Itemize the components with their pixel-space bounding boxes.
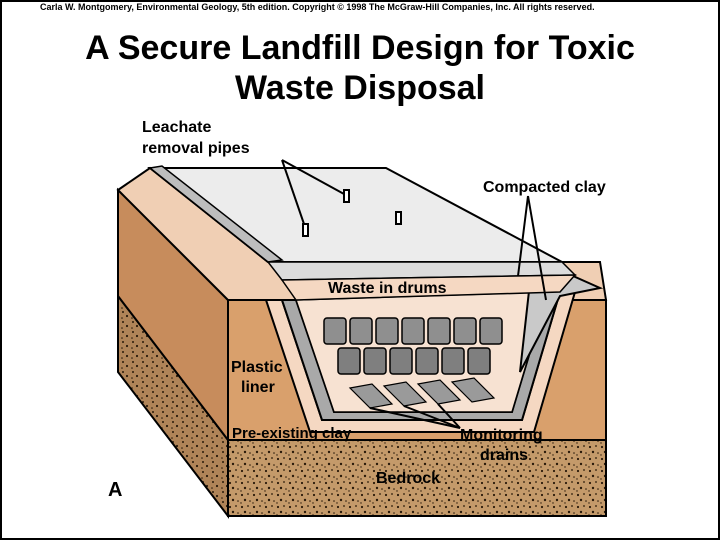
- waste-drum: [415, 347, 439, 375]
- drain-pipe: [450, 377, 496, 403]
- leachate-pipe-stub: [302, 223, 309, 237]
- label-plastic-line1: Plastic: [231, 359, 283, 376]
- leachate-pipe-stub: [395, 211, 402, 225]
- label-waste-in-drums: Waste in drums: [328, 280, 447, 297]
- label-pre-existing-clay: Pre-existing clay: [232, 425, 352, 442]
- drum-row-front: [337, 347, 491, 375]
- waste-drum: [389, 347, 413, 375]
- monitoring-drains: [348, 377, 496, 409]
- label-bedrock: Bedrock: [376, 470, 440, 487]
- leader-drains-2: [403, 405, 461, 429]
- leader-lines: [281, 159, 547, 429]
- drum-row-back: [323, 317, 503, 345]
- waste-drum: [337, 347, 361, 375]
- label-leachate-line2: removal pipes: [142, 140, 250, 157]
- label-monitoring-line2: drains: [480, 447, 528, 464]
- label-leachate-line1: Leachate: [142, 119, 211, 136]
- waste-drum: [349, 317, 373, 345]
- cap-left-strip: [148, 165, 284, 263]
- drain-pipe: [348, 383, 394, 409]
- waste-drum: [441, 347, 465, 375]
- label-compacted-clay: Compacted clay: [483, 179, 606, 196]
- leader-clay-1: [517, 195, 529, 277]
- drain-pipe: [382, 381, 428, 407]
- waste-drum: [453, 317, 477, 345]
- title-line-2: Waste Disposal: [234, 69, 486, 107]
- figure-letter: A: [108, 479, 122, 501]
- waste-drum: [323, 317, 347, 345]
- leader-clay-2: [527, 195, 547, 301]
- title-line-1: A Secure Landfill Design for Toxic: [85, 29, 635, 67]
- leader-leachate-1: [281, 159, 305, 225]
- leader-drains-3: [437, 403, 461, 429]
- leader-drains-1: [369, 407, 461, 429]
- drain-pipe: [416, 379, 462, 405]
- waste-drum: [479, 317, 503, 345]
- copyright-notice: Carla W. Montgomery, Environmental Geolo…: [40, 2, 595, 12]
- waste-label-band: [280, 274, 577, 301]
- waste-drum: [363, 347, 387, 375]
- label-plastic-line2: liner: [241, 379, 275, 396]
- label-monitoring-line1: Monitoring: [460, 427, 543, 444]
- waste-drum: [467, 347, 491, 375]
- waste-drum: [427, 317, 451, 345]
- leader-leachate-2: [281, 159, 345, 195]
- leachate-pipe-stub: [343, 189, 350, 203]
- waste-drum: [375, 317, 399, 345]
- waste-drum: [401, 317, 425, 345]
- slide-title: A Secure Landfill Design for Toxic Waste…: [0, 28, 720, 108]
